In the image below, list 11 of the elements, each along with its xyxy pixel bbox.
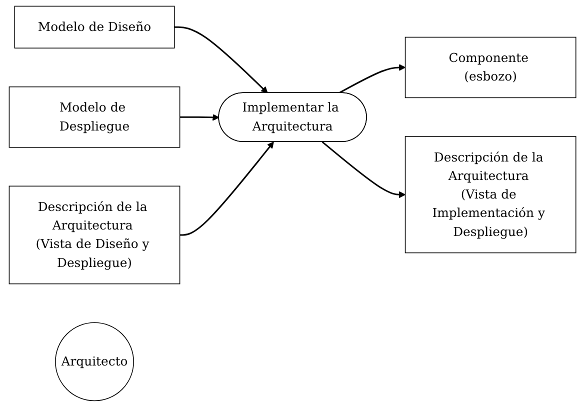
arrow [180,142,274,236]
node-box: Descripción de la Arquitectura (Vista de Implementación y Despliegue) [405,136,577,254]
arrow [180,114,220,121]
arrow [174,26,268,94]
arrow [338,64,406,94]
arrow [322,141,406,198]
node-box: Descripción de la Arquitectura (Vista de Diseño y Despliegue) [9,186,181,284]
node-box: Modelo de Despliegue [9,86,181,148]
node-box: Componente (esbozo) [405,36,577,98]
node-circle: Arquitecto [56,322,134,402]
node-box: Modelo de Diseño [14,6,176,48]
